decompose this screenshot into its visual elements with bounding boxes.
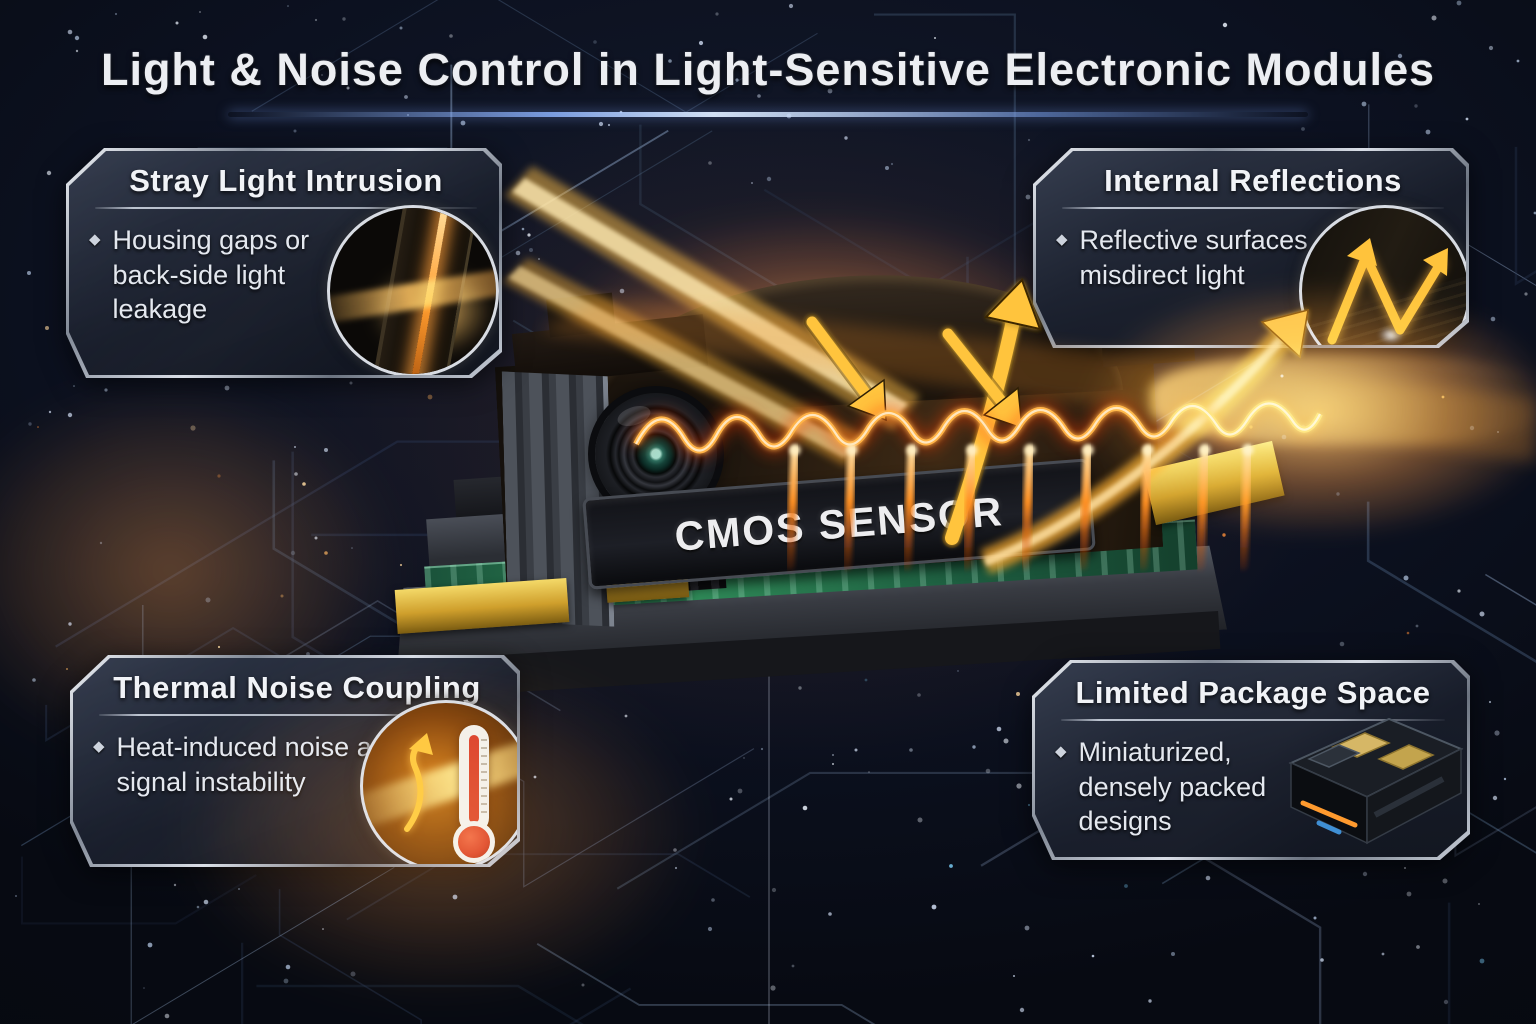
callout-internal-reflections: Internal Reflections ◆ Reflective surfac… bbox=[1033, 148, 1469, 348]
callout-title: Internal Reflections bbox=[1104, 163, 1402, 198]
callout-inner: Thermal Noise Coupling ◆ Heat-induced no… bbox=[73, 658, 517, 864]
diamond-bullet-icon: ◆ bbox=[93, 738, 105, 755]
callout-bullet-text: Miniaturized, densely packed designs bbox=[1078, 737, 1267, 837]
callout-inner: Limited Package Space ◆ Miniaturized, de… bbox=[1035, 663, 1467, 857]
callout-title: Stray Light Intrusion bbox=[129, 163, 443, 198]
callout-stray-light: Stray Light Intrusion ◆ Housing gaps or … bbox=[66, 148, 502, 378]
diamond-bullet-icon: ◆ bbox=[89, 231, 101, 248]
packed-module-icon bbox=[1263, 711, 1467, 859]
callout-thermal-noise: Thermal Noise Coupling ◆ Heat-induced no… bbox=[70, 655, 520, 867]
sensor-top-block bbox=[546, 292, 616, 338]
thermometer-icon bbox=[360, 700, 532, 872]
door-light-leak-icon bbox=[327, 205, 499, 377]
diamond-bullet-icon: ◆ bbox=[1055, 743, 1067, 760]
callout-inner: Internal Reflections ◆ Reflective surfac… bbox=[1036, 151, 1466, 345]
page-title: Light & Noise Control in Light-Sensitive… bbox=[100, 44, 1436, 95]
callout-bullet-text: Housing gaps or back-side light leakage bbox=[112, 225, 310, 325]
vertical-trace-line bbox=[768, 640, 770, 1024]
callout-inner: Stray Light Intrusion ◆ Housing gaps or … bbox=[69, 151, 499, 375]
title-underline bbox=[228, 112, 1308, 117]
callout-title: Limited Package Space bbox=[1075, 675, 1431, 710]
diamond-bullet-icon: ◆ bbox=[1056, 231, 1068, 248]
callout-limited-space: Limited Package Space ◆ Miniaturized, de… bbox=[1032, 660, 1470, 860]
sensor-label: CMOS SENSOR bbox=[672, 487, 1006, 560]
